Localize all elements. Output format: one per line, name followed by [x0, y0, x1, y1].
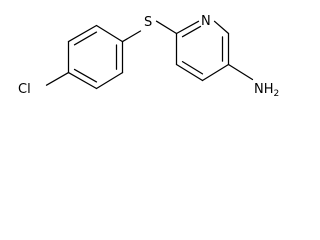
atom-label-nh2: NH2 — [254, 82, 279, 99]
bond-ring2-d — [201, 63, 230, 82]
bond-ring1-b — [95, 24, 124, 43]
chlorophenyl-ring — [67, 24, 124, 90]
bond-ring1-double-1 — [73, 31, 98, 46]
atom-label-s: S — [144, 15, 152, 30]
bond-ring2-e — [175, 63, 204, 82]
bond-s-c — [155, 20, 178, 35]
bond-c-s — [121, 30, 142, 43]
pyridine-ring — [175, 20, 230, 82]
atom-label-cl: Cl — [18, 82, 31, 97]
bond-ring2-double-3 — [181, 60, 204, 75]
bond-ring2-b — [213, 20, 230, 35]
bond-ring2-a — [175, 20, 200, 35]
bond-ring1-e — [67, 71, 98, 90]
atom-label-nh2-h: H — [264, 82, 274, 97]
atom-label-n-pyridine: N — [201, 14, 211, 29]
atom-label-nh2-subscript: 2 — [274, 89, 280, 99]
bond-ring2-double-1 — [181, 25, 202, 38]
bond-c-cl — [45, 71, 70, 86]
bond-ring1-a — [67, 24, 98, 43]
chemical-structure-diagram: Cl S N NH2 — [18, 14, 279, 99]
bond-c-nh2 — [227, 63, 254, 81]
bond-ring1-double-3 — [73, 68, 98, 83]
atom-label-nh2-n: N — [254, 82, 264, 97]
bond-ring1-d — [95, 71, 124, 90]
